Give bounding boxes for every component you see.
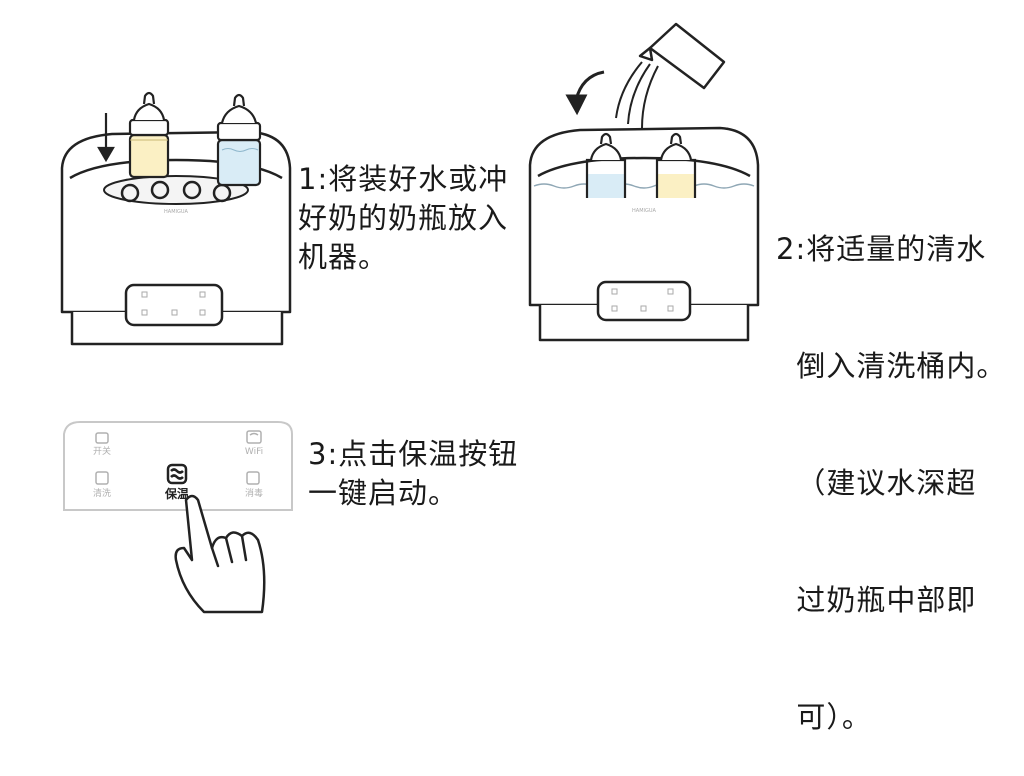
water-bottle-body	[216, 138, 262, 187]
power-label: 开关	[93, 445, 111, 457]
mini-panel-icons-2	[611, 288, 674, 312]
milk-bottle	[128, 91, 170, 179]
step-2-text: 2:将适量的清水 倒入清洗桶内。 （建议水深超 过奶瓶中部即 可）。	[776, 152, 1006, 776]
wash-label: 清洗	[93, 487, 111, 499]
hand-icon	[174, 494, 266, 614]
sterilize-label: 消毒	[245, 487, 263, 499]
warm-label: 保温	[164, 486, 189, 501]
warm-icon	[166, 463, 188, 485]
milk-bottle-2	[655, 132, 697, 198]
step-1-line: 机器。	[298, 240, 389, 274]
step-1-line: 1:将装好水或冲	[298, 162, 509, 196]
step-2-line: 倒入清洗桶内。	[776, 349, 1007, 383]
step-2-line: 过奶瓶中部即	[776, 583, 977, 617]
wash-icon	[95, 471, 109, 485]
brand-label-2: HAMIGUA	[632, 208, 657, 214]
step-3-line: 一键启动。	[308, 476, 459, 510]
milk-bottle-body	[128, 133, 170, 179]
wifi-label: WiFi	[245, 447, 263, 457]
power-icon	[95, 432, 109, 444]
machine-step2	[528, 126, 760, 342]
mini-panel-icons-1	[141, 291, 206, 316]
step-2-line: 可）。	[776, 700, 872, 734]
step-3-text: 3:点击保温按钮 一键启动。	[308, 435, 518, 513]
step-2-line: 2:将适量的清水	[776, 232, 987, 266]
water-stream	[615, 61, 659, 129]
step-3-line: 3:点击保温按钮	[308, 437, 519, 471]
wifi-icon	[246, 430, 262, 444]
illustration: HAMIGUA HAMIGUA	[60, 22, 760, 614]
water-bottle	[216, 93, 262, 187]
down-arrow-icon	[97, 113, 115, 163]
step-1-text: 1:将装好水或冲 好奶的奶瓶放入 机器。	[298, 160, 508, 277]
step-2-line: （建议水深超	[776, 466, 977, 500]
pitcher-icon	[638, 22, 726, 90]
step-1-line: 好奶的奶瓶放入	[298, 201, 509, 235]
water-bottle-2	[585, 132, 627, 198]
brand-label-1: HAMIGUA	[164, 209, 189, 215]
curved-arrow-icon	[565, 70, 605, 116]
sterilize-icon	[246, 471, 260, 485]
